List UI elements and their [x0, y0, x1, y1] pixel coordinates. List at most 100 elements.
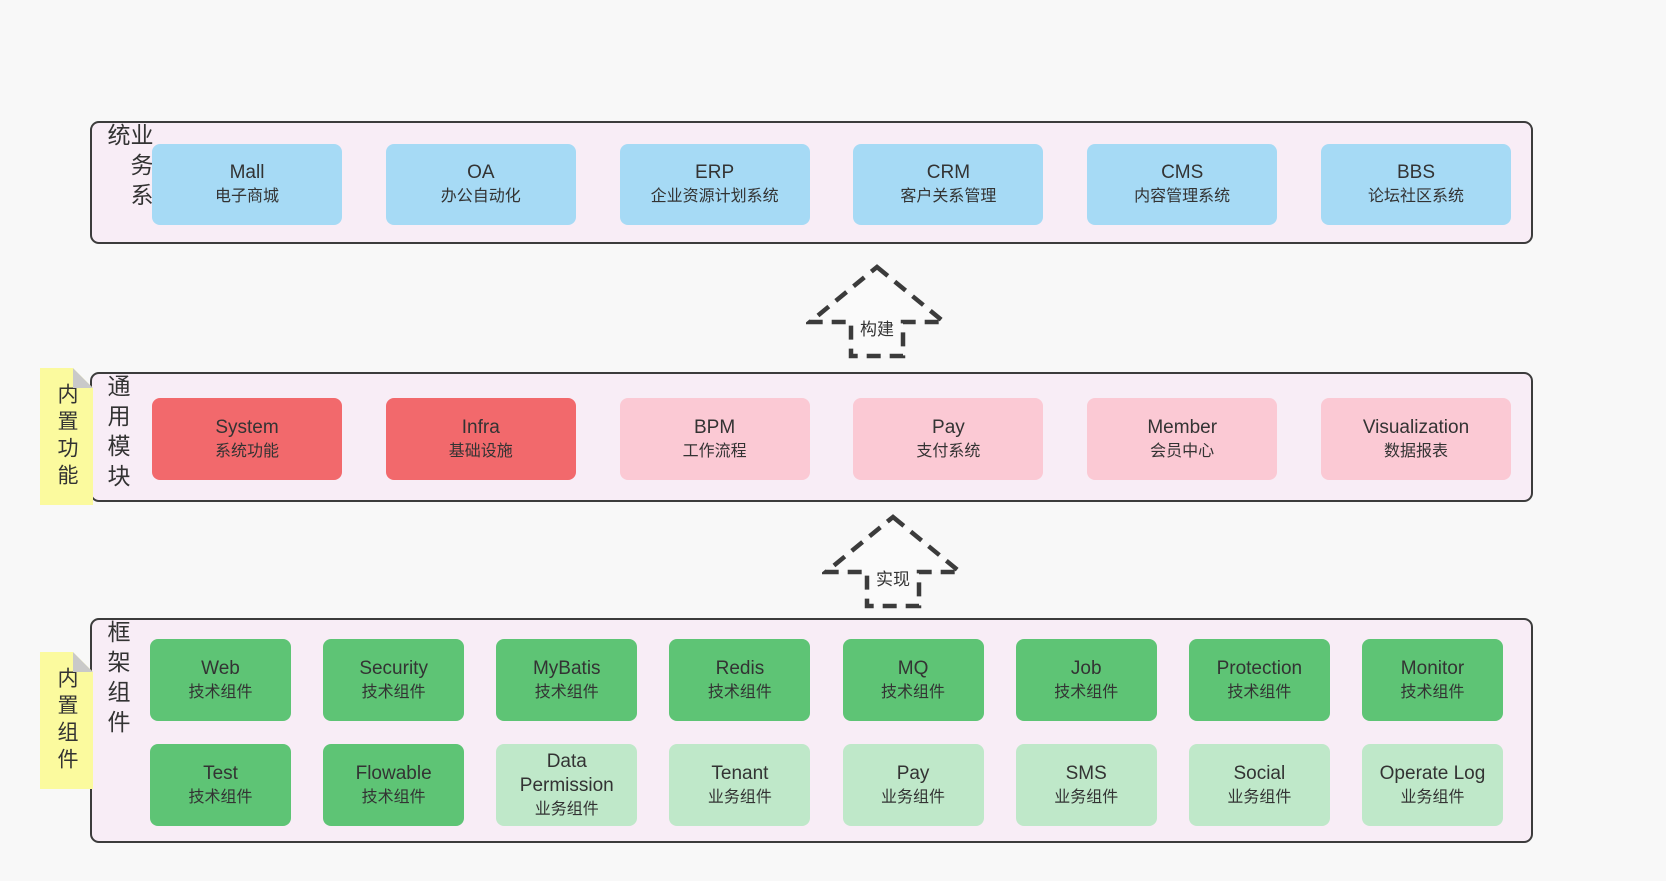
sticky-note-builtin-features: 内置功能	[40, 368, 93, 505]
box-subtitle: 办公自动化	[440, 188, 521, 206]
section-label-business-systems: 业务系统	[104, 123, 153, 213]
box-subtitle: 会员中心	[1150, 442, 1215, 460]
box-title: System	[215, 416, 279, 438]
box-title: OA	[467, 162, 495, 184]
box-subtitle: 技术组件	[707, 683, 772, 701]
box-subtitle: 业务组件	[1400, 788, 1465, 806]
box-subtitle: 业务组件	[881, 788, 946, 806]
box-visualization: Visualization 数据报表	[1320, 398, 1511, 480]
box-redis: Redis 技术组件	[669, 639, 811, 721]
up-arrow-icon	[806, 264, 948, 359]
box-flowable: Flowable 技术组件	[323, 744, 465, 826]
box-pay-system: Pay 支付系统	[853, 398, 1044, 480]
box-title: Test	[203, 762, 238, 784]
box-test: Test 技术组件	[150, 744, 291, 826]
box-subtitle: 基础设施	[448, 442, 513, 460]
box-infra: Infra 基础设施	[385, 398, 576, 480]
box-member: Member 会员中心	[1087, 398, 1278, 480]
box-crm: CRM 客户关系管理	[853, 144, 1044, 225]
box-bbs: BBS 论坛社区系统	[1320, 144, 1511, 225]
box-erp: ERP 企业资源计划系统	[619, 144, 810, 225]
section-label-framework-components: 框架组件	[104, 620, 130, 740]
box-web: Web 技术组件	[150, 639, 291, 721]
box-mall: Mall 电子商城	[152, 144, 342, 225]
box-title: ERP	[695, 162, 735, 184]
box-subtitle: 论坛社区系统	[1367, 188, 1464, 206]
box-social: Social 业务组件	[1188, 744, 1330, 826]
box-title: Redis	[715, 657, 765, 679]
box-title: Protection	[1216, 657, 1303, 679]
box-mq: MQ 技术组件	[842, 639, 984, 721]
box-subtitle: 技术组件	[534, 683, 599, 701]
box-title: Infra	[461, 416, 500, 438]
box-title: Mall	[229, 162, 265, 184]
box-subtitle: 支付系统	[916, 442, 981, 460]
box-oa: OA 办公自动化	[385, 144, 576, 225]
box-protection: Protection 技术组件	[1188, 639, 1330, 721]
box-title: CMS	[1161, 162, 1204, 184]
box-operate-log: Operate Log 业务组件	[1361, 744, 1503, 826]
box-security: Security 技术组件	[323, 639, 465, 721]
box-subtitle: 电子商城	[214, 188, 279, 206]
box-subtitle: 业务组件	[1054, 788, 1119, 806]
box-tenant: Tenant 业务组件	[669, 744, 811, 826]
box-subtitle: 系统功能	[214, 442, 279, 460]
box-title: BPM	[694, 416, 736, 438]
box-title: Monitor	[1400, 657, 1465, 679]
section-framework-components: 框架组件 Web 技术组件 Security 技术组件 MyBatis 技术组件…	[90, 618, 1533, 843]
box-subtitle: 技术组件	[1227, 683, 1292, 701]
box-subtitle: 业务组件	[534, 800, 599, 818]
box-title: Pay	[896, 762, 930, 784]
box-subtitle: 技术组件	[1400, 683, 1465, 701]
arrow-label: 构建	[857, 314, 897, 341]
box-subtitle: 工作流程	[682, 442, 747, 460]
box-title: Operate Log	[1379, 762, 1486, 784]
arrow-label: 实现	[873, 564, 913, 591]
box-subtitle: 数据报表	[1383, 442, 1448, 460]
box-mybatis: MyBatis 技术组件	[496, 639, 638, 721]
box-subtitle: 技术组件	[361, 788, 426, 806]
box-title: Data Permission	[519, 750, 614, 797]
box-subtitle: 业务组件	[1227, 788, 1292, 806]
box-title: Security	[359, 657, 428, 679]
box-subtitle: 企业资源计划系统	[650, 188, 779, 206]
box-title: BBS	[1396, 162, 1435, 184]
business-box-row: Mall 电子商城 OA 办公自动化 ERP 企业资源计划系统 CRM 客户关系…	[152, 144, 1511, 225]
box-title: CRM	[926, 162, 971, 184]
box-bpm: BPM 工作流程	[619, 398, 810, 480]
box-title: Pay	[932, 416, 965, 438]
framework-box-row-1: Web 技术组件 Security 技术组件 MyBatis 技术组件 Redi…	[150, 639, 1503, 721]
box-title: MyBatis	[532, 657, 601, 679]
box-sms: SMS 业务组件	[1015, 744, 1157, 826]
box-title: Flowable	[355, 762, 432, 784]
up-arrow-icon	[822, 514, 964, 609]
box-cms: CMS 内容管理系统	[1087, 144, 1278, 225]
box-title: Member	[1147, 416, 1218, 438]
box-title: Visualization	[1362, 416, 1470, 438]
box-subtitle: 技术组件	[188, 683, 253, 701]
box-subtitle: 业务组件	[707, 788, 772, 806]
modules-box-row: System 系统功能 Infra 基础设施 BPM 工作流程 Pay 支付系统…	[152, 398, 1511, 480]
section-business-systems: 业务系统 Mall 电子商城 OA 办公自动化 ERP 企业资源计划系统 CRM…	[90, 121, 1533, 244]
box-title: Job	[1070, 657, 1102, 679]
section-label-common-modules: 通用模块	[104, 374, 130, 494]
box-title: SMS	[1065, 762, 1107, 784]
box-data-permission: Data Permission 业务组件	[496, 744, 638, 826]
box-monitor: Monitor 技术组件	[1361, 639, 1503, 721]
box-subtitle: 客户关系管理	[900, 188, 997, 206]
box-subtitle: 技术组件	[881, 683, 946, 701]
note-label: 内置组件	[55, 666, 78, 775]
section-common-modules: 通用模块 System 系统功能 Infra 基础设施 BPM 工作流程 Pay…	[90, 372, 1533, 502]
note-label: 内置功能	[55, 382, 78, 491]
sticky-note-builtin-components: 内置组件	[40, 652, 93, 789]
box-job: Job 技术组件	[1015, 639, 1157, 721]
build-arrow: 构建	[806, 262, 948, 360]
box-title: Social	[1233, 762, 1286, 784]
box-pay-component: Pay 业务组件	[842, 744, 984, 826]
box-subtitle: 技术组件	[361, 683, 426, 701]
box-subtitle: 内容管理系统	[1134, 188, 1231, 206]
box-system: System 系统功能	[152, 398, 342, 480]
box-subtitle: 技术组件	[188, 788, 253, 806]
box-title: Web	[201, 657, 240, 679]
